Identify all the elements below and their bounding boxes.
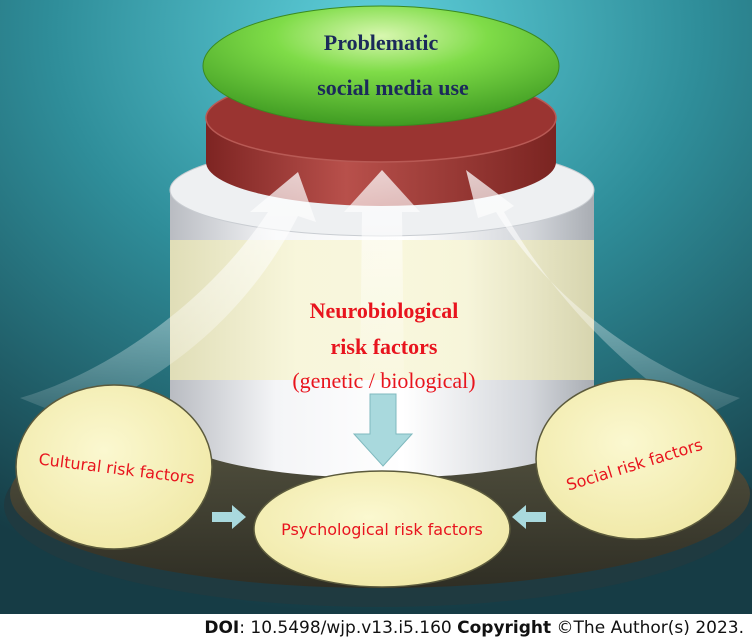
doi-footer: DOI: 10.5498/wjp.v13.i5.160 Copyright ©T… bbox=[0, 614, 744, 642]
arrow-cultural-to-psychological bbox=[212, 505, 246, 529]
diagram-svg: Problematic social media use Neurobiolog… bbox=[0, 0, 752, 614]
upward-arrow-left bbox=[20, 172, 316, 418]
center-label-line1: Neurobiological bbox=[310, 298, 459, 323]
upward-arrow-center bbox=[344, 170, 420, 380]
social-risk-oval bbox=[535, 378, 737, 540]
upward-arrows bbox=[20, 170, 740, 418]
copyright-value: ©The Author(s) 2023. bbox=[551, 618, 744, 638]
down-arrow bbox=[352, 393, 414, 467]
center-label-line2: risk factors bbox=[331, 334, 438, 359]
doi-value: : 10.5498/wjp.v13.i5.160 bbox=[239, 618, 458, 638]
cultural-risk-oval bbox=[15, 384, 213, 550]
psychological-risk-label: Psychological risk factors bbox=[281, 520, 483, 539]
problematic-use-oval bbox=[202, 5, 560, 127]
copyright-label: Copyright bbox=[457, 618, 552, 638]
arrow-social-to-psychological bbox=[512, 505, 546, 529]
top-label-line2: social media use bbox=[317, 75, 469, 100]
doi-label: DOI bbox=[204, 618, 240, 638]
center-label-line3: (genetic / biological) bbox=[292, 368, 475, 393]
top-label-line1: Problematic bbox=[324, 30, 439, 55]
psychological-risk-oval bbox=[253, 470, 511, 588]
upward-arrow-right bbox=[466, 170, 740, 418]
